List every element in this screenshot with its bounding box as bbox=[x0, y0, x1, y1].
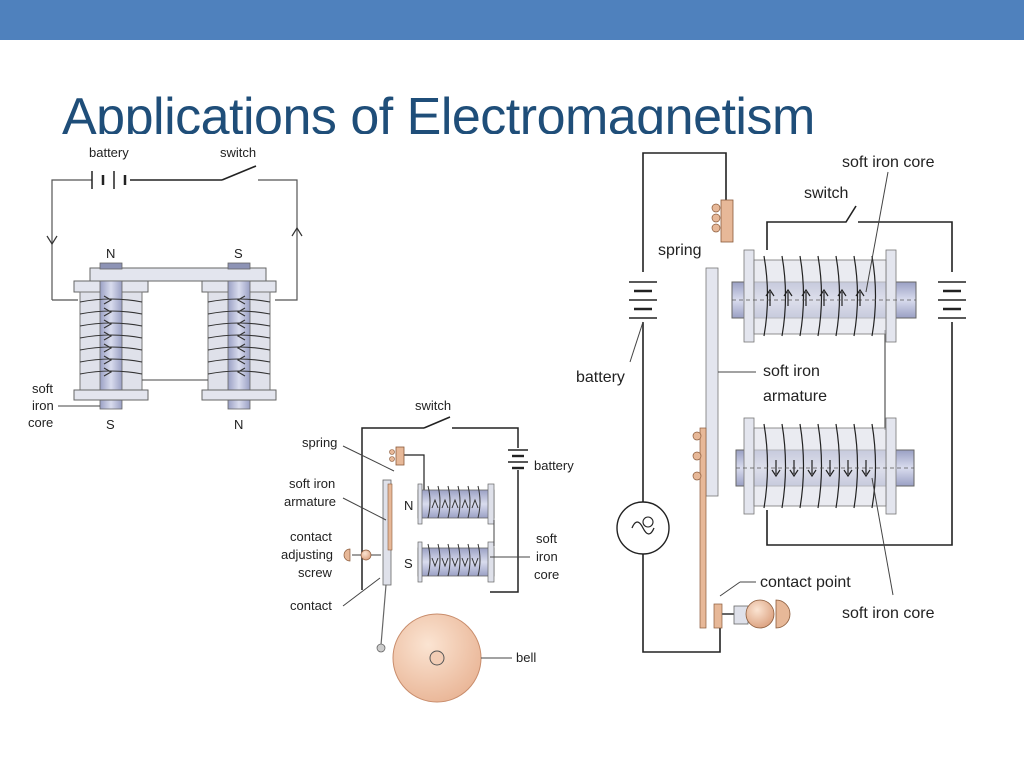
relay-armature-label-2: armature bbox=[763, 388, 827, 405]
bell-screw-label-3: screw bbox=[298, 565, 333, 580]
bell-armature-label-1: soft iron bbox=[289, 476, 335, 491]
bell-battery-label: battery bbox=[534, 458, 574, 473]
horseshoe-core-label-3: core bbox=[28, 415, 53, 430]
relay-switch-label: switch bbox=[804, 185, 848, 202]
horseshoe-core-label-2: iron bbox=[32, 398, 54, 413]
bell-screw-label-2: adjusting bbox=[281, 547, 333, 562]
bell-label: bell bbox=[516, 650, 536, 665]
bell-core-label-3: core bbox=[534, 567, 559, 582]
slide-title: Applications of Electromagnetism bbox=[62, 88, 815, 134]
bell-pole-n: N bbox=[404, 498, 413, 513]
electric-bell-diagram: switch spring battery soft iron armature… bbox=[281, 398, 574, 703]
bell-spring-label: spring bbox=[302, 435, 337, 450]
relay-contact-point-label: contact point bbox=[760, 574, 851, 591]
top-accent-bar bbox=[0, 0, 1024, 40]
bell-contact-label: contact bbox=[290, 598, 332, 613]
relay-core-label-bottom: soft iron core bbox=[842, 605, 935, 622]
bell-switch-label: switch bbox=[415, 398, 451, 413]
relay-diagram: soft iron core switch spring battery sof… bbox=[576, 152, 966, 653]
horseshoe-battery-label: battery bbox=[89, 145, 129, 160]
bell-core-label-1: soft bbox=[536, 531, 557, 546]
horseshoe-pole-top-right: S bbox=[234, 246, 243, 261]
relay-spring-label: spring bbox=[658, 242, 702, 259]
horseshoe-core-label-1: soft bbox=[32, 381, 53, 396]
horseshoe-pole-bottom-right: N bbox=[234, 417, 243, 432]
relay-armature-label-1: soft iron bbox=[763, 363, 820, 380]
horseshoe-pole-top-left: N bbox=[106, 246, 115, 261]
horseshoe-electromagnet-diagram: battery switch bbox=[28, 145, 303, 432]
relay-battery-label: battery bbox=[576, 369, 625, 386]
horseshoe-pole-bottom-left: S bbox=[106, 417, 115, 432]
bell-pole-s: S bbox=[404, 556, 413, 571]
bell-armature-label-2: armature bbox=[284, 494, 336, 509]
relay-core-label-top: soft iron core bbox=[842, 154, 935, 171]
bell-core-label-2: iron bbox=[536, 549, 558, 564]
horseshoe-switch-label: switch bbox=[220, 145, 256, 160]
bell-screw-label-1: contact bbox=[290, 529, 332, 544]
